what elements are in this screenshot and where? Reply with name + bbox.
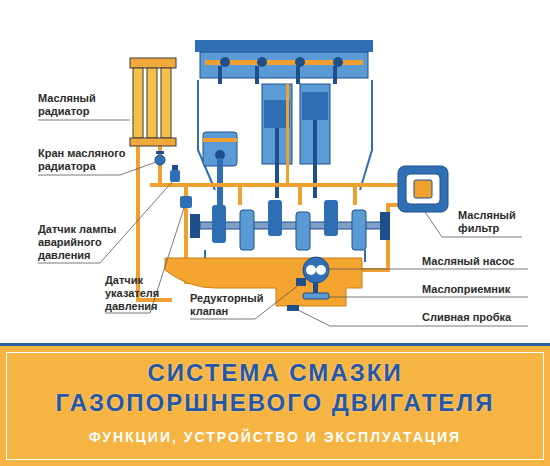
leader-lines-part: [38, 182, 172, 263]
main-title: СИСТЕМА СМАЗКИ ГАЗОПОРШНЕВОГО ДВИГАТЕЛЯ: [15, 358, 535, 418]
crankshaft-part: [240, 210, 254, 250]
leader-lines-part: [105, 208, 184, 313]
oil-filter-part: [414, 180, 432, 198]
piston-cutaway-part: [203, 138, 237, 142]
leader-lines-part: [190, 284, 300, 319]
oil-pump-part: [303, 257, 329, 283]
crankshaft: [190, 200, 390, 250]
cylinder-head: [195, 40, 373, 84]
oil-pump-part: [296, 278, 306, 286]
piston-cutaway: [203, 132, 237, 208]
oil-radiator: [130, 58, 176, 146]
oil-filter-part: [406, 174, 440, 204]
cylinder-head-part: [333, 57, 343, 67]
cylinder-head-part: [295, 57, 305, 67]
radiator-valve: [155, 151, 165, 165]
cylinders-part: [286, 84, 289, 184]
oil-radiator-part: [130, 58, 176, 68]
cylinder-head-part: [200, 52, 368, 78]
radiator-valve-part: [156, 151, 164, 154]
cylinders: [262, 84, 330, 198]
cylinder-head-part: [296, 66, 300, 84]
oil-pump-part: [306, 265, 316, 275]
cylinders-part: [302, 92, 328, 120]
engine-block-part: [198, 80, 372, 190]
part-label: Масляный насос: [422, 255, 532, 268]
oil-pickup-part: [303, 293, 329, 299]
pressure-sensors-part: [180, 196, 192, 208]
oil-pump-part: [316, 265, 326, 275]
oil-radiator-part: [147, 68, 157, 138]
part-label: Масляный радиатор: [38, 92, 128, 118]
oil-radiator-part: [161, 68, 171, 138]
crankshaft-part: [352, 210, 366, 250]
oil-filter: [398, 166, 448, 212]
crankshaft-part: [380, 212, 390, 240]
part-label: Масляный фильтр: [458, 209, 528, 235]
crankshaft-part: [296, 212, 310, 250]
oil-pump: [296, 257, 329, 286]
cylinders-part: [275, 128, 279, 198]
cylinder-head-part: [218, 66, 222, 84]
cylinder-head-part: [333, 66, 337, 84]
part-label: Кран масляного радиатора: [38, 147, 138, 173]
oil-lines-part: [138, 146, 172, 300]
part-label: Редукторный клапан: [190, 292, 270, 318]
subtitle: ФУНКЦИИ, УСТРОЙСТВО И ЭКСПЛУАТАЦИЯ: [15, 428, 535, 446]
pressure-sensors-part: [172, 165, 178, 170]
leader-lines-part: [38, 120, 130, 121]
crankshaft-part: [324, 200, 338, 236]
leader-lines-part: [329, 297, 528, 298]
drain-plug: [287, 305, 299, 311]
part-label: Маслоприемник: [422, 283, 532, 296]
pressure-sensors: [170, 165, 192, 208]
cylinder-head-part: [220, 57, 230, 67]
part-label: Датчик указателя давления: [105, 274, 185, 313]
oil-filter-part: [398, 166, 448, 212]
cylinder-head-part: [255, 66, 259, 84]
oil-radiator-part: [133, 68, 143, 138]
engine-block: [198, 80, 372, 262]
crankshaft-part: [268, 200, 282, 236]
leader-lines: [38, 120, 528, 326]
oil-pickup-part: [313, 283, 318, 293]
radiator-valve-part: [155, 155, 165, 165]
pressure-sensors-part: [170, 170, 180, 182]
leader-lines-part: [329, 269, 528, 270]
oil-pickup: [303, 283, 329, 299]
oil-radiator-part: [130, 138, 176, 146]
cylinder-head-part: [257, 57, 267, 67]
title-band: СИСТЕМА СМАЗКИ ГАЗОПОРШНЕВОГО ДВИГАТЕЛЯ Ф…: [0, 343, 550, 466]
crankshaft-part: [212, 205, 226, 243]
drain-plug-part: [287, 305, 299, 311]
cylinder-head-part: [195, 40, 373, 52]
part-label: Датчик лампы аварийного давления: [38, 223, 128, 262]
crankshaft-part: [190, 214, 200, 238]
part-label: Сливная пробка: [422, 311, 532, 324]
